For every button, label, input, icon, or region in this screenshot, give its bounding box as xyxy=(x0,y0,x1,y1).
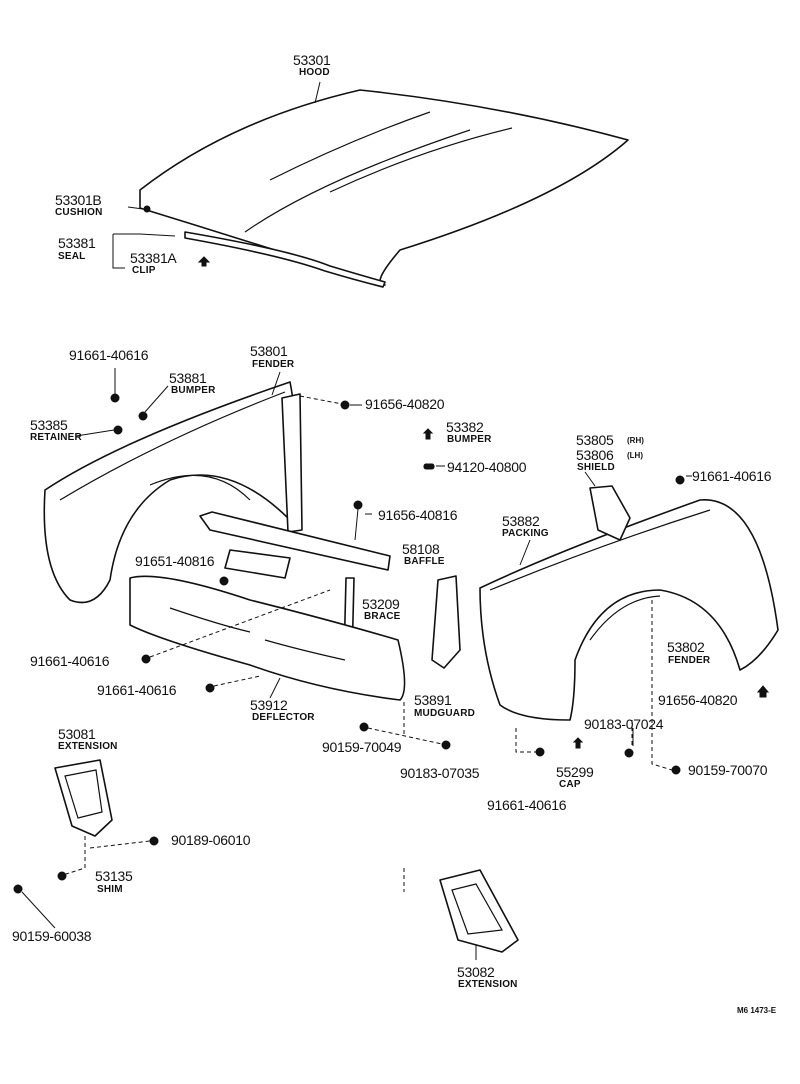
left-fender-panel[interactable] xyxy=(43,381,296,604)
part-name-shim: SHIM xyxy=(97,884,123,895)
part-number-bolt: 91661-40616 xyxy=(30,653,110,669)
part-number-extension-left: 53081 xyxy=(58,726,96,742)
part-number-clip: 53381A xyxy=(130,250,177,266)
part-name-right-fender: FENDER xyxy=(668,655,711,666)
retainer-icon[interactable] xyxy=(113,425,123,435)
deflector-panel[interactable] xyxy=(129,575,406,701)
part-number-shield-lh: 53806 xyxy=(576,447,614,463)
part-name-hood: HOOD xyxy=(299,67,330,78)
part-number-bolt: 91661-40616 xyxy=(487,797,567,813)
part-number-brace: 53209 xyxy=(362,596,400,612)
bumper-icon[interactable] xyxy=(422,428,434,440)
part-number-shield-rh: 53805 xyxy=(576,432,614,448)
shim-icon[interactable] xyxy=(57,871,67,881)
bolt-icon[interactable] xyxy=(141,654,151,664)
bolt-icon[interactable] xyxy=(353,500,363,510)
part-number-packing: 53882 xyxy=(502,513,540,529)
part-number-bolt: 91651-40816 xyxy=(135,553,215,569)
bolt-icon[interactable] xyxy=(624,748,634,758)
bolt-icon[interactable] xyxy=(340,400,350,410)
part-number-bolt: 90159-60038 xyxy=(12,928,92,944)
part-name-extension-right: EXTENSION xyxy=(458,979,518,990)
baffle-panel[interactable] xyxy=(199,511,391,579)
part-number-retainer: 53385 xyxy=(30,417,68,433)
part-number-bolt: 90189-06010 xyxy=(171,832,251,848)
screw-icon[interactable] xyxy=(423,463,435,470)
part-number-extension-right: 53082 xyxy=(457,964,495,980)
cushion-icon[interactable] xyxy=(143,205,151,213)
bolt-icon[interactable] xyxy=(219,576,229,586)
part-number-bolt: 91661-40616 xyxy=(97,682,177,698)
bolt-icon[interactable] xyxy=(756,685,770,698)
side-tag-rh: (RH) xyxy=(627,436,644,445)
part-name-left-fender: FENDER xyxy=(252,359,295,370)
part-name-retainer: RETAINER xyxy=(30,432,82,443)
bumper-icon[interactable] xyxy=(138,411,148,421)
part-number-bumper-center: 53382 xyxy=(446,419,484,435)
part-number-nut: 90183-07035 xyxy=(400,765,480,781)
part-number-bolt: 91656-40820 xyxy=(658,692,738,708)
part-name-clip: CLIP xyxy=(132,265,156,276)
right-fender-panel[interactable] xyxy=(479,499,779,721)
part-name-cap: CAP xyxy=(559,779,581,790)
shield-plate[interactable] xyxy=(589,485,631,541)
part-number-cushion: 53301B xyxy=(55,192,102,208)
part-name-bumper-center: BUMPER xyxy=(447,434,492,445)
part-name-shield: SHIELD xyxy=(577,462,615,473)
part-number-bolt: 91656-40816 xyxy=(378,507,458,523)
part-name-baffle: BAFFLE xyxy=(404,556,445,567)
part-number-left-fender: 53801 xyxy=(250,343,288,359)
part-number-bolt: 90183-07024 xyxy=(584,716,664,732)
part-number-screw: 94120-40800 xyxy=(447,459,527,475)
clip-icon[interactable] xyxy=(197,256,211,267)
hood-panel[interactable] xyxy=(139,89,629,286)
part-number-seal: 53381 xyxy=(58,235,96,251)
part-number-shim: 53135 xyxy=(95,868,133,884)
bolt-icon[interactable] xyxy=(535,747,545,757)
mudguard-panel[interactable] xyxy=(431,575,461,669)
bolt-icon[interactable] xyxy=(13,884,23,894)
nut-icon[interactable] xyxy=(671,765,681,775)
bolt-icon[interactable] xyxy=(675,475,685,485)
left-extension-bracket[interactable] xyxy=(54,759,113,837)
bolt-icon[interactable] xyxy=(149,836,159,846)
part-number-cap: 55299 xyxy=(556,764,594,780)
part-number-baffle: 58108 xyxy=(402,541,440,557)
hood-seal-strip[interactable] xyxy=(184,231,386,288)
part-number-deflector: 53912 xyxy=(250,697,288,713)
part-number-mudguard: 53891 xyxy=(414,692,452,708)
part-number-hood: 53301 xyxy=(293,52,331,68)
part-number-bolt: 91661-40616 xyxy=(692,468,772,484)
right-extension-bracket[interactable] xyxy=(439,869,519,953)
part-number-nut: 90159-70070 xyxy=(688,762,768,778)
nut-icon[interactable] xyxy=(441,740,451,750)
part-number-bolt: 90159-70049 xyxy=(322,739,402,755)
part-name-cushion: CUSHION xyxy=(55,207,103,218)
bolt-icon[interactable] xyxy=(205,683,215,693)
part-number-bolt: 91656-40820 xyxy=(365,396,445,412)
side-tag-lh: (LH) xyxy=(627,451,643,460)
fender-brace-post[interactable] xyxy=(281,393,303,533)
bolt-icon[interactable] xyxy=(359,722,369,732)
part-name-brace: BRACE xyxy=(364,611,401,622)
part-name-packing: PACKING xyxy=(502,528,549,539)
part-number-right-fender: 53802 xyxy=(667,639,705,655)
part-name-mudguard: MUDGUARD xyxy=(414,708,476,719)
part-number-bumper-left: 53881 xyxy=(169,370,207,386)
part-name-deflector: DEFLECTOR xyxy=(252,712,315,723)
part-name-seal: SEAL xyxy=(58,251,86,262)
part-number-bolt: 91661-40616 xyxy=(69,347,149,363)
cap-icon[interactable] xyxy=(572,737,584,749)
diagram-reference-code: M6 1473-E xyxy=(737,1006,777,1015)
part-name-bumper-left: BUMPER xyxy=(171,385,216,396)
part-name-extension-left: EXTENSION xyxy=(58,741,118,752)
